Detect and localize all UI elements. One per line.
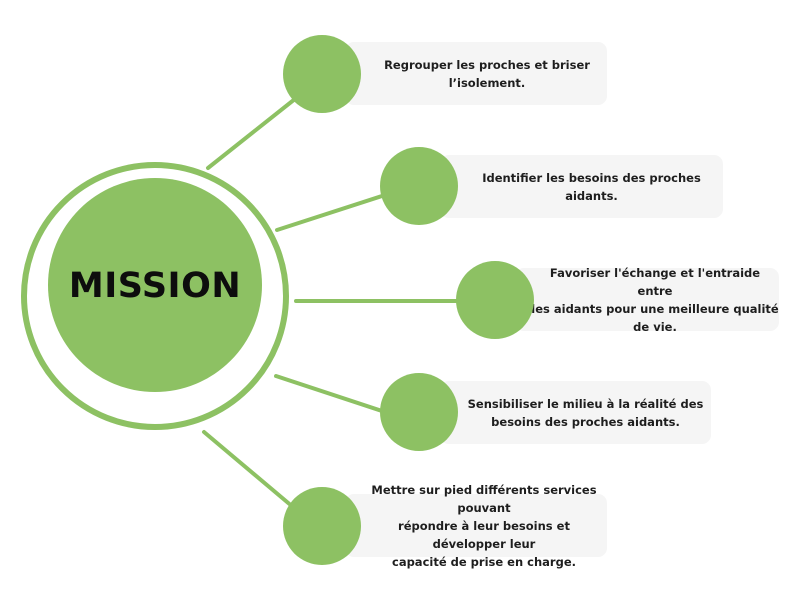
- mission-outer-ring: [21, 162, 289, 430]
- mission-item-box: Mettre sur pied différents services pouv…: [345, 483, 607, 569]
- text-line: Favoriser l'échange et l'entraide entre: [549, 265, 761, 298]
- text-line: capacité de prise en charge.: [392, 554, 576, 569]
- item-node-circle: [283, 35, 361, 113]
- text-line: Identifier les besoins des proches aidan…: [482, 170, 701, 203]
- mission-item-box: Identifier les besoins des proches aidan…: [440, 155, 723, 218]
- mission-item-text: Mettre sur pied différents services pouv…: [361, 481, 607, 571]
- text-line: l’isolement.: [448, 75, 526, 90]
- connector-line-1: [275, 193, 387, 232]
- text-line: les aidants pour une meilleure qualité: [531, 301, 779, 316]
- connector-line-3: [274, 374, 387, 414]
- mission-item-box: Favoriser l'échange et l'entraide entre …: [515, 266, 779, 334]
- item-node-circle: [456, 261, 534, 339]
- mission-item-box: Regrouper les proches et briser l’isolem…: [345, 42, 607, 105]
- item-node-circle: [283, 487, 361, 565]
- text-line: Sensibiliser le milieu à la réalité des: [467, 396, 704, 411]
- mission-item-text: Favoriser l'échange et l'entraide entre …: [531, 264, 779, 336]
- mission-item-text: Sensibiliser le milieu à la réalité des …: [468, 395, 704, 431]
- item-node-circle: [380, 373, 458, 451]
- connector-line-4: [202, 430, 295, 509]
- mission-item-text: Identifier les besoins des proches aidan…: [460, 169, 723, 205]
- text-line: Mettre sur pied différents services pouv…: [371, 482, 597, 515]
- item-node-circle: [380, 147, 458, 225]
- mission-item-box: Sensibiliser le milieu à la réalité des …: [440, 381, 711, 444]
- mission-inner-circle: [48, 178, 262, 392]
- connector-line-0: [206, 93, 302, 170]
- text-line: répondre à leur besoins et développer le…: [398, 518, 570, 551]
- mission-item-text: Regrouper les proches et briser l’isolem…: [384, 56, 590, 92]
- mission-title: MISSION: [68, 266, 242, 306]
- text-line: besoins des proches aidants.: [491, 414, 680, 429]
- text-line: de vie.: [633, 319, 677, 334]
- text-line: Regrouper les proches et briser: [384, 57, 590, 72]
